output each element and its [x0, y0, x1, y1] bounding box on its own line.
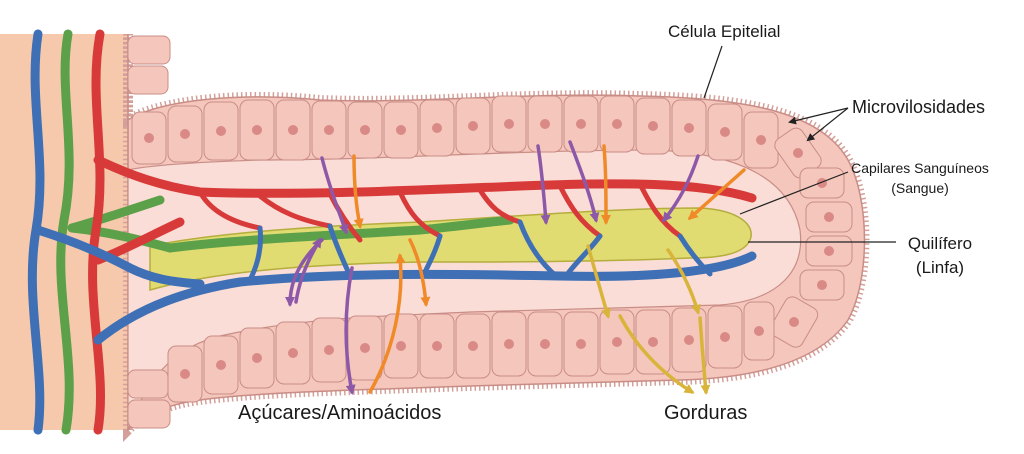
label-microvilli: Microvilosidades [852, 97, 986, 117]
epithelial-cells-top [131, 95, 779, 169]
lacteal [149, 207, 752, 291]
absorption-arrows-bottom [285, 237, 431, 395]
label-fats: Gorduras [664, 402, 748, 424]
label-blood-capillaries-line1: Capilares Sanguíneos [851, 160, 989, 176]
absorption-arrows-fat [586, 244, 711, 395]
label-lacteal-line1: Quilífero [907, 234, 973, 253]
label-epithelial-cell: Célula Epitelial [668, 22, 781, 41]
label-lacteal-line2: (Linfa) [915, 258, 965, 277]
label-sugars-amino-acids: Açúcares/Aminoácidos [238, 402, 442, 424]
lymph-vessel [56, 29, 515, 435]
absorption-arrows-top [320, 140, 746, 235]
label-blood-capillaries-line2: (Sangue) [891, 180, 949, 196]
label-lacteal: Quilífero (Linfa) [898, 232, 982, 280]
label-blood-capillaries: Capilares Sanguíneos (Sangue) [850, 158, 990, 198]
blood-capillary-vein [27, 29, 757, 435]
callout-lines [703, 45, 896, 243]
